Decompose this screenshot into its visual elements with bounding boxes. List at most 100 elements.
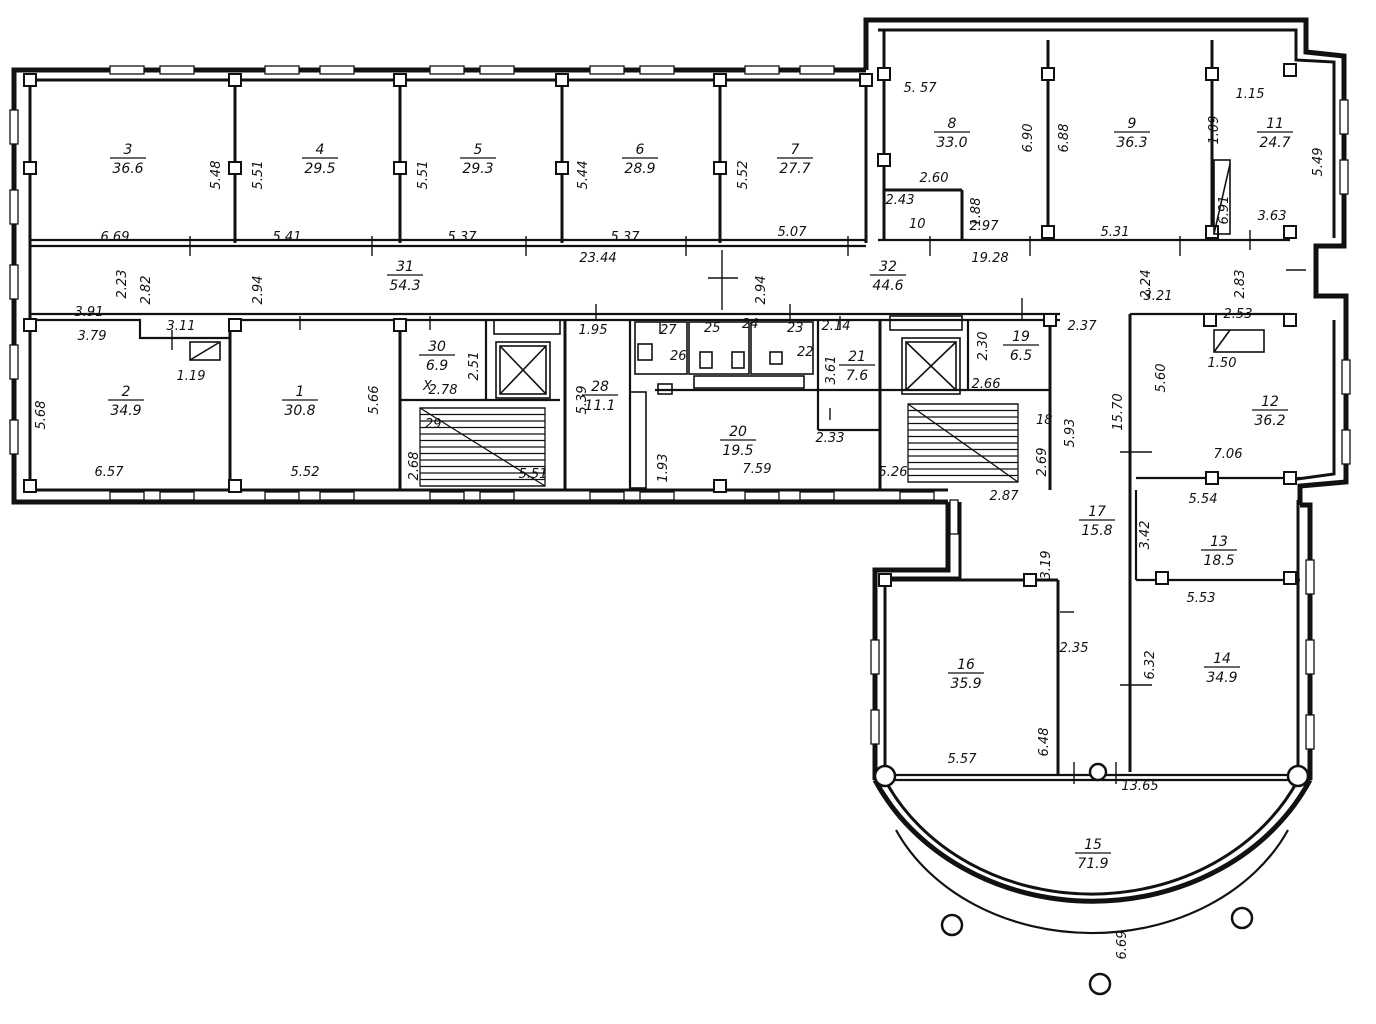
column [713, 73, 727, 87]
dimension-label: 2.23 [115, 270, 130, 299]
room-label-19: 196.5 [1003, 329, 1039, 364]
room-area: 71.9 [1077, 856, 1108, 872]
dimension-label: 5.48 [209, 161, 224, 190]
room-number: 2 [122, 384, 131, 400]
window [870, 639, 880, 675]
dimension-label: 6.32 [1143, 651, 1158, 680]
ticks [171, 230, 1306, 784]
dimension-label: 6.57 [95, 465, 125, 480]
column [555, 161, 569, 175]
dimension-label: 7.59 [743, 462, 772, 477]
dimension-label: 15.70 [1111, 393, 1126, 430]
room-area: 28.9 [624, 161, 655, 177]
room-label-30: 306.9 [419, 339, 455, 374]
dimension-label: 5.68 [34, 401, 49, 430]
room-number: 28 [591, 379, 609, 395]
dimension-label: 5.51 [416, 161, 431, 190]
window [319, 65, 355, 75]
dimension-label: 5.60 [1154, 364, 1169, 393]
room-area: 36.6 [112, 161, 143, 177]
dimension-label: 2.78 [429, 383, 458, 398]
room-area: 11.1 [584, 398, 615, 414]
room-label-3: 336.6 [110, 142, 146, 177]
dimension-label: 5.37 [611, 230, 641, 245]
room-label-4: 429.5 [302, 142, 338, 177]
room-area: 29.5 [304, 161, 335, 177]
room-label-small: 26 [670, 349, 687, 364]
window [159, 65, 195, 75]
window [1341, 359, 1351, 395]
room-area: 24.7 [1259, 135, 1290, 151]
round-column [1230, 906, 1254, 930]
window [870, 709, 880, 745]
dimension-label: 5.57 [948, 752, 978, 767]
column [1283, 63, 1297, 77]
room-label-1: 130.8 [282, 384, 318, 419]
window [1305, 559, 1315, 595]
room-label-6: 628.9 [622, 142, 658, 177]
column [1283, 571, 1297, 585]
room-number: 30 [428, 339, 446, 355]
dimension-label: 2.37 [1068, 319, 1098, 334]
column [1283, 225, 1297, 239]
room-number: 15 [1084, 837, 1102, 853]
dimension-label: 1.50 [1208, 356, 1237, 371]
dimension-label: 3.42 [1138, 521, 1153, 550]
stair-west [419, 407, 546, 487]
dimension-label: 7.06 [1214, 447, 1243, 462]
column [555, 73, 569, 87]
column [1205, 471, 1219, 485]
dimension-label: 1.09 [1207, 116, 1222, 145]
round-column [1088, 972, 1112, 996]
round-column [1286, 764, 1310, 788]
stair-outline [907, 403, 1019, 483]
window [9, 419, 19, 455]
dimension-label: 2.69 [1035, 448, 1050, 477]
window [9, 344, 19, 380]
dimension-label: 6.91 [1217, 196, 1232, 225]
room-number: 6 [636, 142, 645, 158]
dimension-label: 6.48 [1037, 728, 1052, 757]
stair-east [907, 403, 1019, 483]
dimension-label: 2.97 [970, 219, 1000, 234]
window [639, 65, 675, 75]
room-label-small: 10 [909, 217, 926, 232]
window [319, 491, 355, 501]
room-number: 1 [296, 384, 305, 400]
window [9, 189, 19, 225]
window [429, 491, 465, 501]
dimension-label: 5.52 [291, 465, 320, 480]
dimension-label: 2.82 [139, 276, 154, 305]
room-label-small: 29 [425, 417, 442, 432]
room-area: 54.3 [389, 278, 420, 294]
columns [23, 63, 1297, 587]
room-number: 5 [474, 142, 483, 158]
column [1283, 313, 1297, 327]
column [713, 161, 727, 175]
dimension-label: 5.53 [1187, 591, 1216, 606]
room-label-small: X [422, 379, 433, 394]
dimension-label: 2.94 [251, 276, 266, 305]
room-number: 7 [791, 142, 800, 158]
stair-arrow [907, 403, 1019, 483]
dimension-label: 5.54 [1189, 492, 1218, 507]
dimension-label: 2.94 [754, 276, 769, 305]
column [23, 318, 37, 332]
room-area: 36.3 [1116, 135, 1147, 151]
dimension-label: 5.44 [576, 161, 591, 190]
window [429, 65, 465, 75]
window [479, 491, 515, 501]
dimension-label: 2.30 [976, 332, 991, 361]
dimension-label: 2.87 [990, 489, 1020, 504]
room-number: 3 [124, 142, 133, 158]
room-area: 36.2 [1254, 413, 1285, 429]
round-column [873, 764, 897, 788]
